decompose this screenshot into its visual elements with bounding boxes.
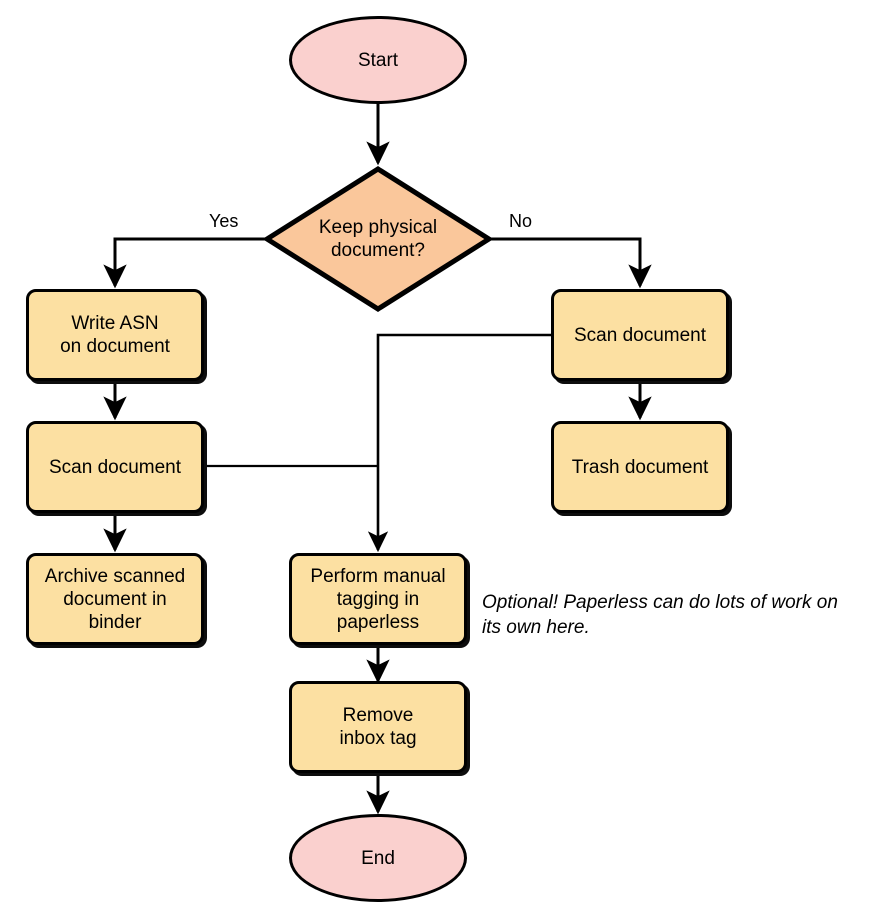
node-end-label: End: [361, 847, 395, 869]
node-perform-manual-tagging[interactable]: Perform manual tagging in paperless: [289, 553, 467, 645]
node-trash-document-label: Trash document: [571, 456, 709, 478]
node-start[interactable]: Start: [289, 16, 467, 104]
node-perform-manual-tagging-label: Perform manual tagging in paperless: [310, 565, 446, 633]
node-write-asn[interactable]: Write ASN on document: [26, 289, 204, 381]
node-decision-label: Keep physical document?: [318, 217, 438, 261]
decision-diamond-shape: [263, 166, 493, 312]
annotation-optional-note: Optional! Paperless can do lots of work …: [482, 592, 838, 638]
node-scan-document-right-label: Scan document: [573, 324, 707, 346]
node-write-asn-label: Write ASN on document: [60, 313, 170, 357]
node-scan-document-right[interactable]: Scan document: [551, 289, 729, 381]
edge-decision-yes-to-write-asn: [103, 237, 265, 289]
node-start-label: Start: [357, 49, 399, 71]
node-decision[interactable]: Keep physical document?: [263, 165, 493, 313]
node-archive-scanned-document[interactable]: Archive scanned document in binder: [26, 553, 204, 645]
node-scan-document-left[interactable]: Scan document: [26, 421, 204, 513]
edge-decision-no-to-scan-right: [491, 237, 652, 289]
edge-label-no: No: [509, 211, 533, 231]
edge-label-yes: Yes: [209, 211, 239, 231]
edge-scan-right-to-manual-tagging: [367, 333, 551, 553]
node-trash-document[interactable]: Trash document: [551, 421, 729, 513]
node-scan-document-left-label: Scan document: [48, 456, 182, 478]
node-remove-inbox-tag[interactable]: Remove inbox tag: [289, 681, 467, 773]
node-end[interactable]: End: [289, 814, 467, 902]
node-archive-scanned-document-label: Archive scanned document in binder: [44, 565, 186, 633]
node-remove-inbox-tag-label: Remove inbox tag: [339, 705, 417, 749]
